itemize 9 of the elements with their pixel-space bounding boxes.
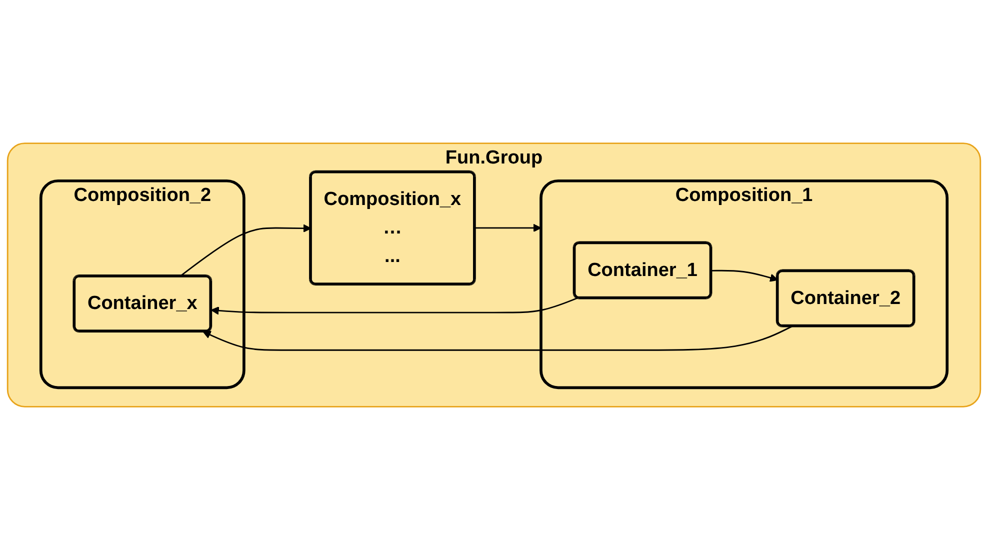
node-text: Container_1 — [588, 260, 698, 281]
arrow — [202, 326, 792, 351]
node-text: Container_x — [87, 293, 198, 314]
arrow — [210, 297, 578, 315]
node-text: Container_2 — [790, 288, 901, 309]
arrow — [474, 224, 542, 232]
arrow — [180, 224, 312, 277]
node-text: Composition_x … ... — [324, 188, 462, 267]
arrow — [711, 270, 778, 282]
